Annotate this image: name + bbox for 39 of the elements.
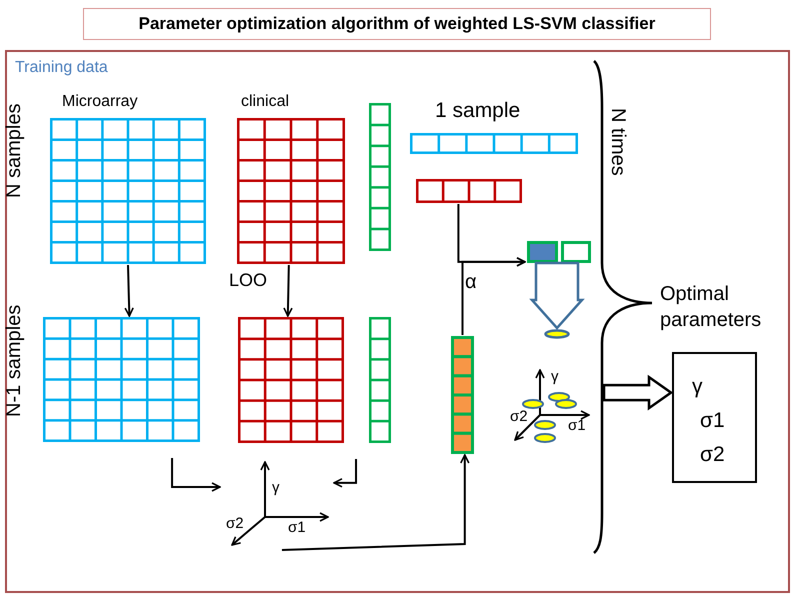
data-matrix [43,317,200,442]
block-arrow [602,374,674,411]
arrow [283,264,293,317]
parameter-name: σ2 [700,444,725,465]
output-square [561,241,591,263]
diagram-title: Parameter optimization algorithm of weighted LS-SVM classifier [83,8,711,40]
result-ellipse [544,329,570,339]
output-square [527,241,558,263]
axis-caption: N samples [4,102,24,200]
axis-label: γ [272,480,280,495]
parameter-name: σ1 [700,410,725,431]
axis-label: σ1 [288,520,306,535]
matrix-label: Microarray [62,94,138,110]
caption-text: Optimal parameters [660,282,762,333]
data-vector [369,317,391,443]
row-label: 1 sample [435,100,520,121]
axis-label: σ2 [226,516,244,531]
arrow [124,264,134,317]
axis-label: σ1 [568,418,586,433]
data-matrix [238,317,344,443]
curly-brace [592,58,654,556]
arrow [171,458,221,492]
edge-label: LOO [229,271,268,289]
parameter-name: γ [692,376,702,397]
axis-label: γ [551,369,558,384]
arrow [462,257,526,335]
axis-caption: N-1 samples [4,304,24,420]
data-vector [369,103,391,251]
block-arrow [529,262,585,330]
axis-label: σ2 [510,409,528,424]
result-box [672,352,757,483]
arrow [333,459,358,488]
data-row [416,179,522,203]
panel-frame [5,50,790,593]
arrow [282,454,470,551]
matrix-label: clinical [241,94,290,110]
data-vector [451,336,474,454]
axis-caption: N times [608,108,628,178]
panel-title: Training data [15,60,108,76]
